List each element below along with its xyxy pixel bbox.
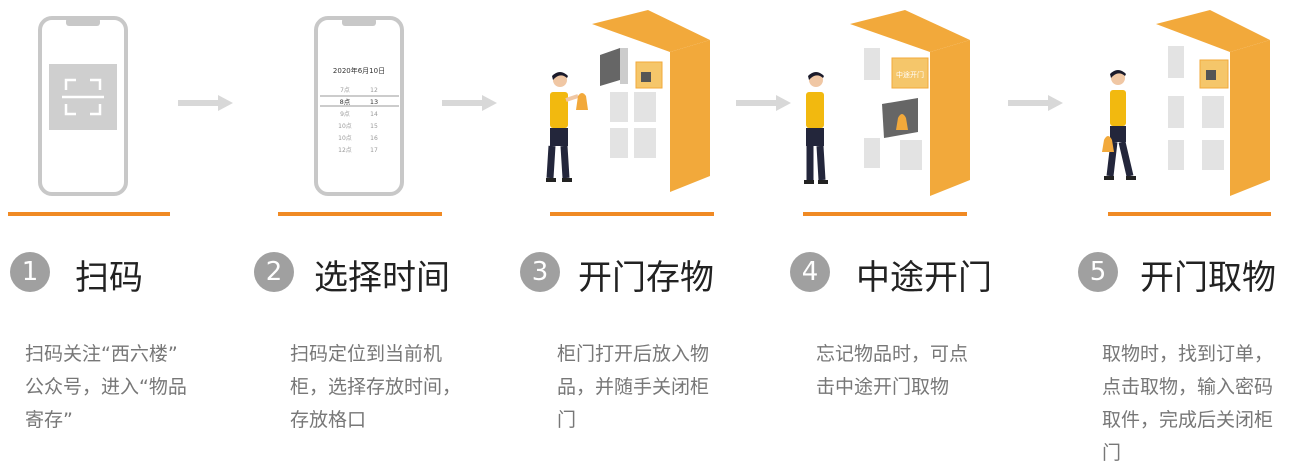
step-description: 取物时，找到订单， 点击取物，输入密码 取件，完成后关闭柜 门 (1102, 343, 1274, 464)
step-description: 柜门打开后放入物 品，并随手关闭柜 门 (557, 343, 710, 431)
step-description: 扫码关注“西六楼” 公众号，进入“物品 寄存” (25, 343, 187, 431)
phone-notch (66, 18, 100, 26)
svg-text:7点: 7点 (340, 86, 350, 94)
step-description: 扫码定位到当前机 柜，选择存放时间， 存放格口 (290, 343, 462, 431)
step-number: 5 (1078, 252, 1118, 292)
arrow-right-icon (1008, 95, 1063, 111)
svg-text:12点: 12点 (338, 146, 352, 154)
arrow-right-icon (442, 95, 497, 111)
arrow-right-icon (736, 95, 791, 111)
step-underline (803, 212, 967, 216)
svg-text:17: 17 (370, 147, 378, 154)
locker-side (670, 40, 710, 192)
qr-code-icon (641, 72, 651, 82)
bag-icon (1102, 136, 1114, 152)
qr-scan-icon (62, 78, 104, 116)
bag-icon (896, 114, 908, 130)
step-1: 1 扫码 扫码关注“西六楼” 公众号，进入“物品 寄存” (0, 0, 240, 458)
step-number: 4 (790, 252, 830, 292)
step-3: 3 开门存物 柜门打开后放入物 品，并随手关闭柜 门 (520, 0, 760, 458)
locker-midopen-illustration: 中途开门 (804, 10, 970, 196)
svg-text:8点: 8点 (340, 98, 351, 106)
phone-notch (342, 18, 376, 26)
svg-text:13: 13 (370, 98, 378, 106)
step-underline (550, 212, 714, 216)
arrow-right-icon (178, 95, 233, 111)
svg-text:14: 14 (370, 111, 378, 118)
time-picker: 2020年6月10日 7点 12 8点 13 9点 14 10点 15 10点 16 12… (333, 66, 385, 154)
qr-code-icon (1206, 70, 1216, 80)
date-label: 2020年6月10日 (333, 66, 385, 75)
locker-top (592, 10, 710, 52)
locker-doors (610, 92, 656, 158)
locker-sign: 中途开门 (896, 70, 924, 79)
step-title: 开门取物 (1140, 258, 1276, 298)
bag-icon (576, 93, 588, 110)
step-number: 3 (520, 252, 560, 292)
step-title: 中途开门 (856, 258, 992, 298)
svg-text:9点: 9点 (340, 110, 350, 118)
person-figure (1102, 70, 1136, 180)
phone-time-illustration: 2020年6月10日 7点 12 8点 13 9点 14 10点 15 10点 16 12… (314, 16, 404, 196)
open-door (600, 48, 620, 86)
svg-text:10点: 10点 (338, 122, 352, 130)
svg-text:12: 12 (370, 87, 378, 94)
step-title: 扫码 (75, 258, 143, 298)
locker-store-illustration (546, 10, 710, 192)
person-figure (804, 72, 828, 184)
svg-text:16: 16 (370, 135, 378, 142)
step-number: 2 (254, 252, 294, 292)
step-underline (1108, 212, 1271, 216)
svg-text:10点: 10点 (338, 134, 352, 142)
locker-top (1156, 10, 1270, 52)
step-number: 1 (10, 252, 50, 292)
step-5: 5 开门取物 取物时，找到订单， 点击取物，输入密码 取件，完成后关闭柜 门 (1060, 0, 1298, 464)
step-title: 选择时间 (314, 258, 450, 298)
step-title: 开门存物 (578, 258, 714, 298)
locker-side (930, 40, 970, 196)
step-underline (278, 212, 442, 216)
person-figure (546, 72, 588, 182)
svg-text:15: 15 (370, 123, 378, 130)
locker-side (1230, 40, 1270, 196)
locker-retrieve-illustration (1102, 10, 1270, 196)
step-underline (8, 212, 170, 216)
locker-doors (1168, 46, 1224, 170)
locker-doors (864, 48, 922, 170)
locker-top (850, 10, 970, 52)
step-4: 中途开门 4 中途开门 忘记物品时，可点 击中途开门取物 (780, 0, 1020, 458)
step-description: 忘记物品时，可点 击中途开门取物 (816, 343, 969, 398)
phone-scan-illustration (38, 16, 128, 196)
step-2: 2020年6月10日 7点 12 8点 13 9点 14 10点 15 10点 16 12… (254, 0, 500, 458)
